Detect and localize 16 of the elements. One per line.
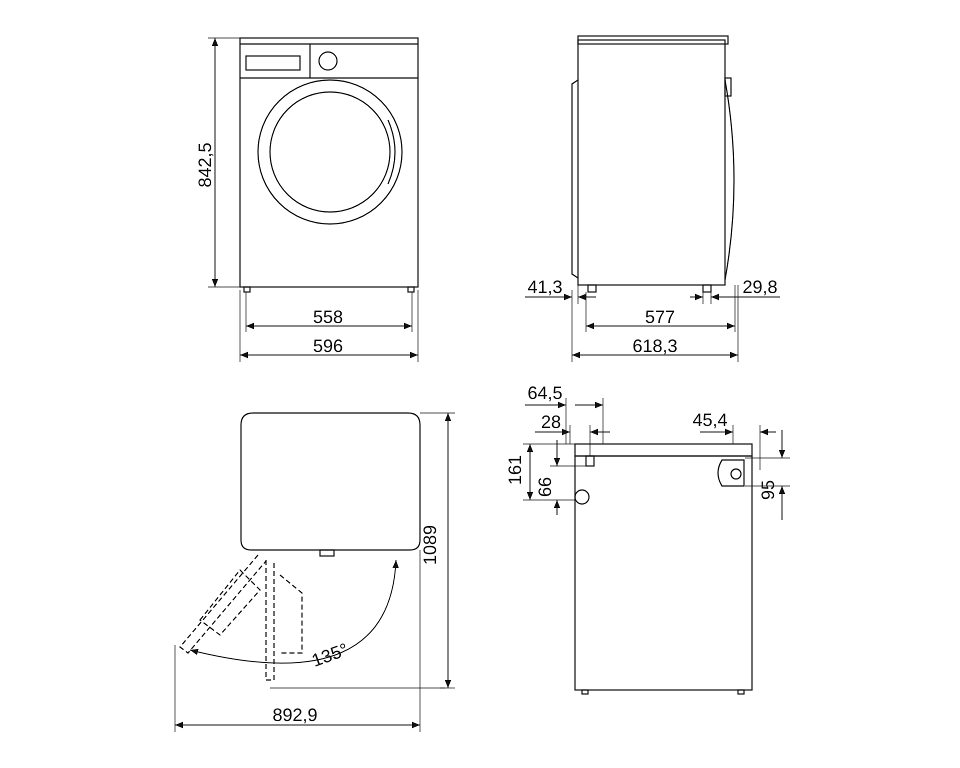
dimension-label: 161 bbox=[506, 454, 524, 486]
dimension-label: 558 bbox=[312, 308, 344, 326]
dimension-label: 66 bbox=[536, 476, 554, 498]
dimension-label: 1089 bbox=[421, 524, 439, 566]
dimension-label: 842,5 bbox=[196, 142, 214, 188]
dimension-label: 28 bbox=[540, 413, 562, 431]
dimension-label: 41,3 bbox=[527, 278, 563, 296]
dimension-label: 618,3 bbox=[632, 337, 678, 355]
dimension-label: 892,9 bbox=[272, 706, 318, 724]
dimension-label: 45,4 bbox=[692, 411, 728, 429]
dimension-label: 596 bbox=[312, 337, 344, 355]
dimension-label: 95 bbox=[759, 480, 777, 500]
dimension-label: 577 bbox=[644, 308, 676, 326]
dimension-label: 64,5 bbox=[527, 384, 563, 402]
dimension-label: 135° bbox=[309, 640, 351, 670]
dimension-label: 29,8 bbox=[742, 278, 778, 296]
